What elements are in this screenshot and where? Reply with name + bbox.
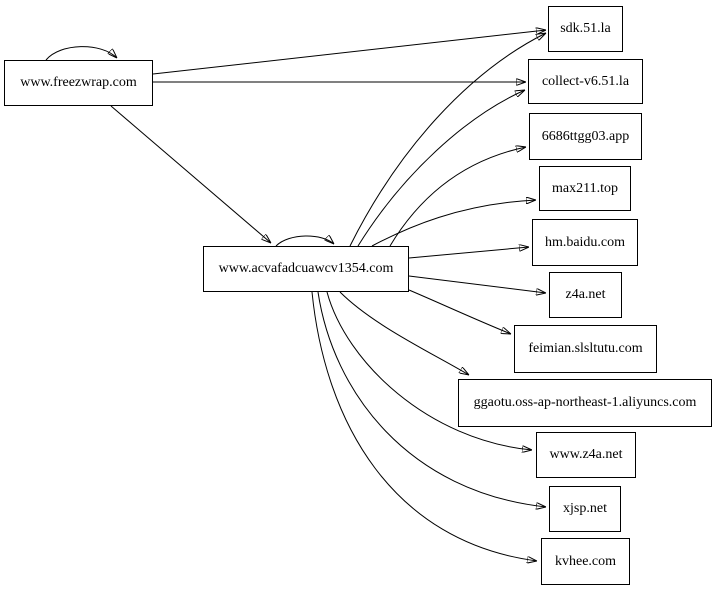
edge-acvafadcuawcv1354-to-www-z4a-net	[326, 291, 532, 450]
node-label: feimian.slsltutu.com	[528, 341, 643, 356]
edge-acvafadcuawcv1354-to-ggaotu-aliyuncs-com	[339, 291, 469, 375]
node-label: www.acvafadcuawcv1354.com	[218, 261, 394, 276]
edge-acvafadcuawcv1354-to-z4a-net	[408, 275, 546, 293]
node-www-z4a-net: www.z4a.net	[536, 432, 636, 478]
node-6686ttgg03-app: 6686ttgg03.app	[529, 113, 642, 160]
edge-acvafadcuawcv1354-to-xjsp-net	[317, 291, 546, 507]
edge-freezwrap-to-acvafadcuawcv1354	[110, 105, 271, 243]
edge-acvafadcuawcv1354-to-kvhee-com	[311, 291, 537, 561]
node-z4a-net: z4a.net	[549, 272, 622, 318]
node-www-freezwrap-com: www.freezwrap.com	[4, 60, 153, 106]
node-feimian-slsltutu-com: feimian.slsltutu.com	[514, 325, 657, 373]
node-label: www.z4a.net	[549, 447, 623, 462]
node-label: xjsp.net	[563, 501, 607, 516]
node-kvhee-com: kvhee.com	[541, 538, 630, 585]
node-www-acvafadcuawcv1354-com: www.acvafadcuawcv1354.com	[203, 246, 409, 292]
node-label: 6686ttgg03.app	[541, 128, 630, 144]
node-label: max211.top	[552, 180, 618, 196]
node-ggaotu-oss-ap-northeast-1-aliyuncs-com: ggaotu.oss-ap-northeast-1.aliyuncs.com	[458, 379, 712, 427]
edge-freezwrap-to-sdk-51-la	[152, 30, 546, 75]
edge-acvafadcuawcv1354-to-sdk-51-la	[349, 33, 546, 247]
node-label: hm.baidu.com	[544, 234, 626, 250]
edge-acvafadcuawcv1354-self-loop	[275, 236, 334, 247]
edge-acvafadcuawcv1354-to-feimian-slsltutu-com	[408, 289, 511, 334]
node-hm-baidu-com: hm.baidu.com	[532, 219, 638, 266]
node-label: sdk.51.la	[560, 21, 611, 36]
edge-acvafadcuawcv1354-to-collect-v6-51-la	[357, 90, 525, 247]
node-label: collect-v6.51.la	[541, 73, 630, 89]
edge-acvafadcuawcv1354-to-max211-top	[371, 200, 536, 247]
node-max211-top: max211.top	[539, 166, 631, 211]
node-xjsp-net: xjsp.net	[549, 486, 621, 532]
node-label: z4a.net	[565, 287, 606, 302]
node-label: kvhee.com	[554, 553, 617, 569]
node-label: ggaotu.oss-ap-northeast-1.aliyuncs.com	[473, 395, 697, 410]
edge-acvafadcuawcv1354-to-6686ttgg03-app	[389, 147, 526, 247]
edge-acvafadcuawcv1354-to-hm-baidu-com	[408, 247, 529, 259]
node-label: www.freezwrap.com	[20, 75, 137, 90]
node-collect-v6-51-la: collect-v6.51.la	[528, 59, 643, 104]
edge-freezwrap-self-loop	[45, 46, 117, 61]
node-sdk-51-la: sdk.51.la	[548, 6, 623, 52]
